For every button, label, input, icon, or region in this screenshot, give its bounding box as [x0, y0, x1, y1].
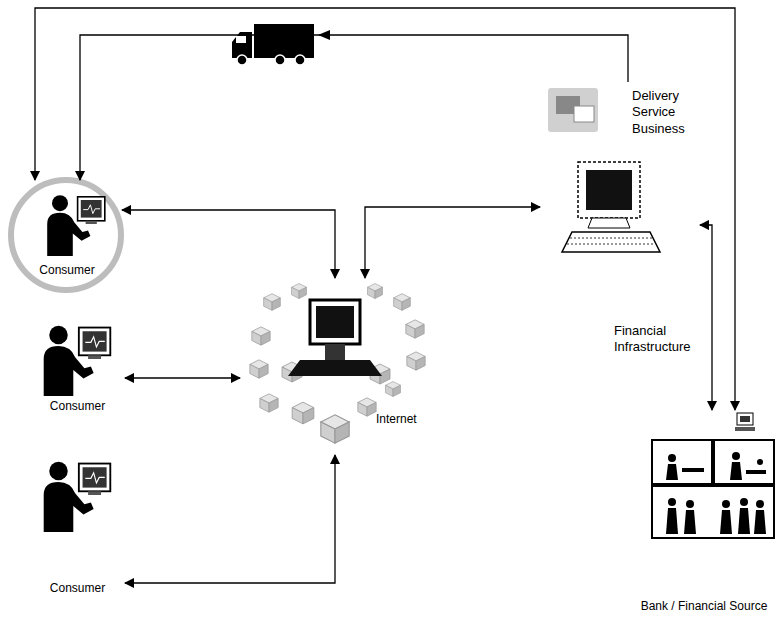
flow-arrow [35, 8, 735, 410]
node-label: Bank / Financial Source [641, 599, 768, 614]
consumer-icon [44, 462, 111, 532]
flow-arrow [365, 207, 540, 278]
consumer-icon [44, 326, 111, 396]
edge-label: Financial Infrastructure [612, 322, 710, 357]
node-label: Consumer [50, 399, 105, 414]
truck-icon [232, 24, 330, 65]
node-label: Internet [376, 412, 417, 427]
node-label: Delivery Service Business [632, 88, 696, 137]
flow-arrow [700, 225, 712, 410]
consumer-node: Consumer [30, 452, 125, 598]
flow-arrow [125, 377, 240, 378]
internet-cluster [250, 284, 425, 444]
bank-photos [652, 413, 774, 538]
node-label: Consumer [39, 263, 94, 278]
flow-arrow [122, 210, 335, 278]
flow-arrow [125, 455, 335, 583]
network-node: Internet [240, 278, 440, 455]
node-label: Consumer [50, 581, 105, 596]
consumer-icon [47, 195, 105, 256]
business-node: Delivery Service Business [540, 82, 700, 265]
consumer-node: Consumer [30, 318, 125, 416]
flow-arrow [80, 35, 628, 180]
highlight-ring [11, 180, 121, 290]
bank-node: Bank / Financial Source [632, 410, 776, 616]
consumer-node: Consumer [12, 180, 122, 290]
